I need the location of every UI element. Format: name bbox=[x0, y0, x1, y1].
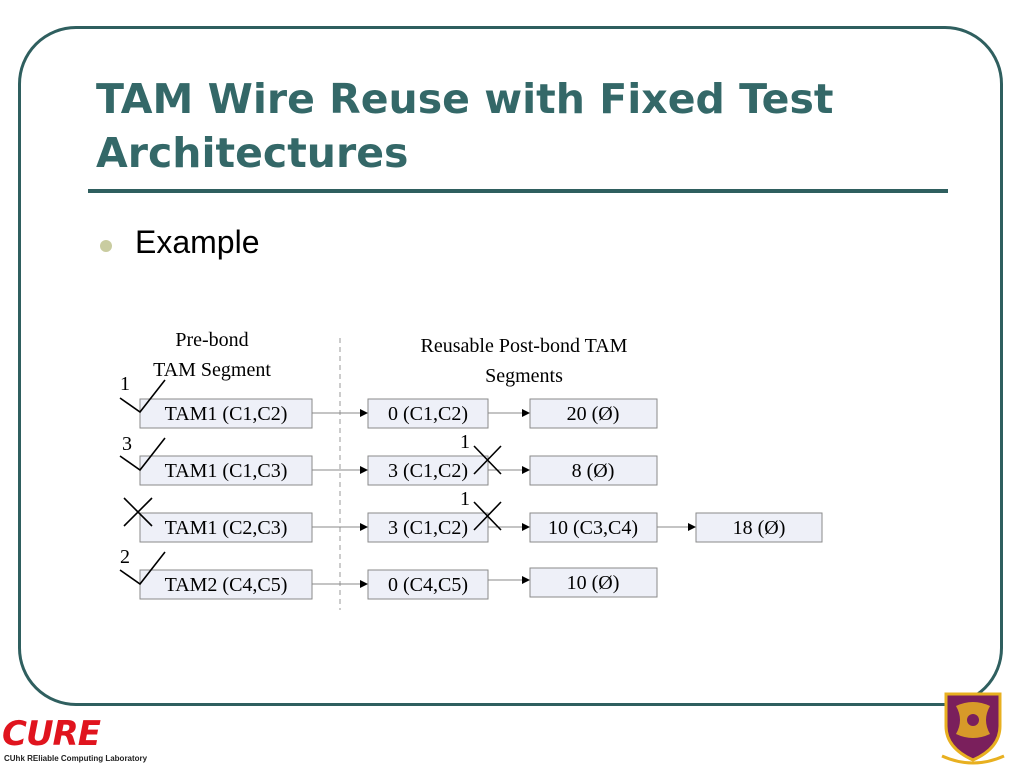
mid-label-4: 0 (C4,C5) bbox=[388, 574, 468, 596]
title-underline bbox=[88, 189, 948, 193]
cure-logo-word: CURE bbox=[2, 714, 101, 754]
prebond-label-1: TAM1 (C1,C2) bbox=[165, 403, 288, 425]
right-box-4 bbox=[529, 567, 658, 598]
right-label-1: 20 (Ø) bbox=[567, 403, 620, 425]
mid-label-3: 3 (C1,C2) bbox=[388, 517, 468, 539]
right-box-2 bbox=[529, 455, 658, 486]
header-postbond-line2: Segments bbox=[485, 365, 563, 387]
mid-mark-label-3: 1 bbox=[460, 488, 470, 510]
right-box-1 bbox=[529, 398, 658, 429]
cross-mark-left-3 bbox=[123, 497, 153, 527]
prebond-label-4: TAM2 (C4,C5) bbox=[165, 574, 288, 596]
left-mark-label-2: 3 bbox=[122, 433, 132, 455]
bullet-dot bbox=[100, 240, 112, 252]
cross-mark-mid-3 bbox=[473, 501, 502, 531]
extra-box-3 bbox=[695, 512, 823, 543]
mid-mark-label-2: 1 bbox=[460, 431, 470, 453]
left-mark-label-1: 1 bbox=[120, 373, 130, 395]
check-mark-4 bbox=[119, 551, 166, 586]
mid-box-4 bbox=[367, 569, 489, 600]
cure-logo-subtitle: CUhk REliable Computing Laboratory bbox=[4, 754, 148, 763]
prebond-box-2 bbox=[139, 455, 313, 486]
cure-logo: CURE CUhk REliable Computing Laboratory bbox=[2, 714, 147, 766]
check-mark-1 bbox=[119, 379, 166, 414]
prebond-box-1 bbox=[139, 398, 313, 429]
left-mark-label-4: 2 bbox=[120, 546, 130, 568]
right-label-3: 10 (C3,C4) bbox=[548, 517, 638, 539]
header-prebond-line1: Pre-bond bbox=[175, 329, 248, 351]
right-box-3 bbox=[529, 512, 658, 543]
slide-title: TAM Wire Reuse with Fixed Test Architect… bbox=[96, 72, 976, 180]
title-line-2: Architectures bbox=[96, 129, 409, 177]
prebond-box-3 bbox=[139, 512, 313, 543]
mid-box-2 bbox=[367, 455, 489, 486]
right-label-4: 10 (Ø) bbox=[567, 572, 620, 594]
check-mark-2 bbox=[119, 437, 166, 472]
cross-mark-mid-2 bbox=[473, 445, 502, 475]
bullet-text: Example bbox=[135, 224, 260, 260]
prebond-box-4 bbox=[139, 569, 313, 600]
prebond-label-3: TAM1 (C2,C3) bbox=[165, 517, 288, 539]
mid-label-1: 0 (C1,C2) bbox=[388, 403, 468, 425]
header-postbond-line1: Reusable Post-bond TAM bbox=[421, 335, 628, 357]
mid-box-1 bbox=[367, 398, 489, 429]
header-prebond-line2: TAM Segment bbox=[153, 359, 271, 381]
prebond-label-2: TAM1 (C1,C3) bbox=[165, 460, 288, 482]
right-label-2: 8 (Ø) bbox=[572, 460, 615, 482]
university-crest-icon bbox=[941, 692, 1005, 765]
extra-label-3: 18 (Ø) bbox=[733, 517, 786, 539]
slide-frame bbox=[18, 26, 1003, 706]
title-line-1: TAM Wire Reuse with Fixed Test bbox=[96, 75, 834, 123]
mid-label-2: 3 (C1,C2) bbox=[388, 460, 468, 482]
